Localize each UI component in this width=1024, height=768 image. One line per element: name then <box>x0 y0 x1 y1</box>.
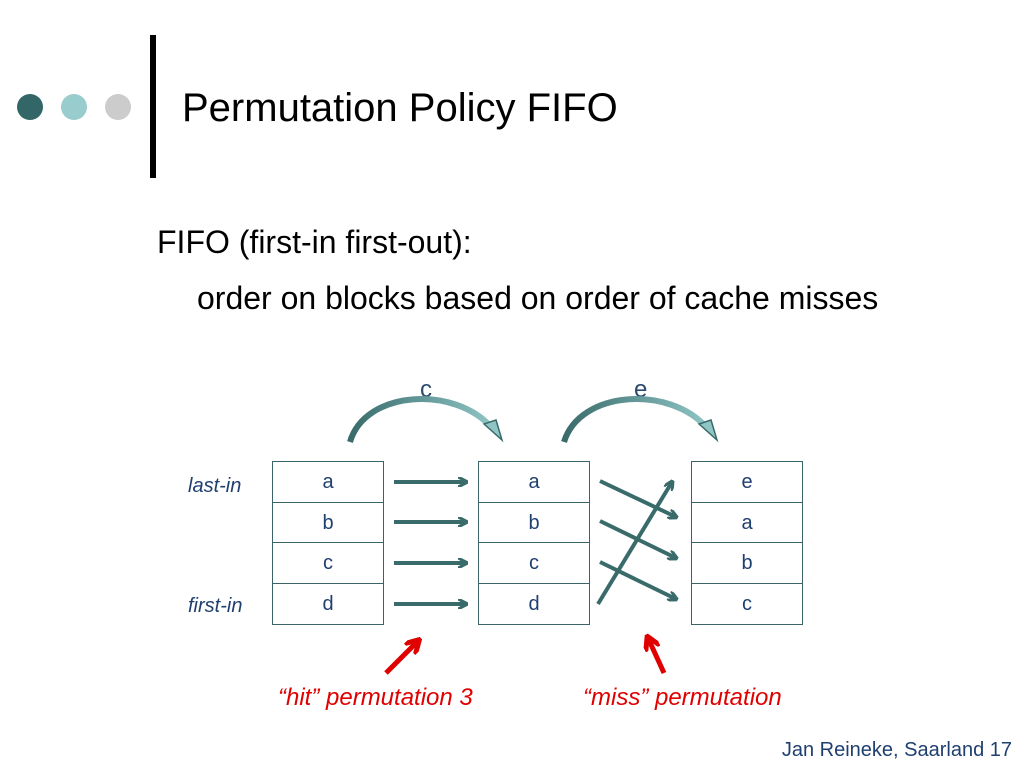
decor-dot-light <box>61 94 87 120</box>
cache-cell: d <box>528 592 540 615</box>
last-in-label: last-in <box>188 475 242 497</box>
cache-cell: b <box>692 543 802 584</box>
cache-state-after-hit: a b c d <box>478 461 590 625</box>
cache-cell: a <box>692 503 802 543</box>
cache-cell: b <box>273 503 383 543</box>
miss-permutation-label: “miss” permutation <box>583 684 782 711</box>
fifo-definition: FIFO (first-in first-out): <box>157 224 472 260</box>
miss-pointer-arrow <box>648 638 667 675</box>
cache-cell: b <box>479 503 589 543</box>
slide-title: Permutation Policy FIFO <box>182 86 618 130</box>
cache-cell: c <box>479 543 589 584</box>
access-curve-e-arrow <box>561 396 719 444</box>
miss-arrow-row3 <box>599 560 676 599</box>
miss-arrow-row1 <box>599 479 676 517</box>
cache-state-initial: a b c d <box>272 461 384 625</box>
cache-state-after-miss: e a b c <box>691 461 803 625</box>
cache-cell: d <box>322 592 334 615</box>
access-curve-c-arrow <box>347 396 504 443</box>
footer-credit: Jan Reineke, Saarland 17 <box>781 739 1012 761</box>
decor-dot-grey <box>105 94 131 120</box>
title-divider <box>150 35 156 178</box>
hit-pointer-arrow <box>384 641 418 675</box>
first-in-label: first-in <box>188 595 243 617</box>
miss-arrow-new <box>596 482 672 606</box>
cache-cell: c <box>742 592 752 615</box>
cache-cell: a <box>479 462 589 503</box>
fifo-description: order on blocks based on order of cache … <box>197 280 879 316</box>
hit-permutation-label: “hit” permutation 3 <box>278 684 473 711</box>
decor-dot-dark <box>17 94 43 120</box>
cache-cell: a <box>273 462 383 503</box>
cache-cell: e <box>692 462 802 503</box>
cache-cell: c <box>273 543 383 584</box>
